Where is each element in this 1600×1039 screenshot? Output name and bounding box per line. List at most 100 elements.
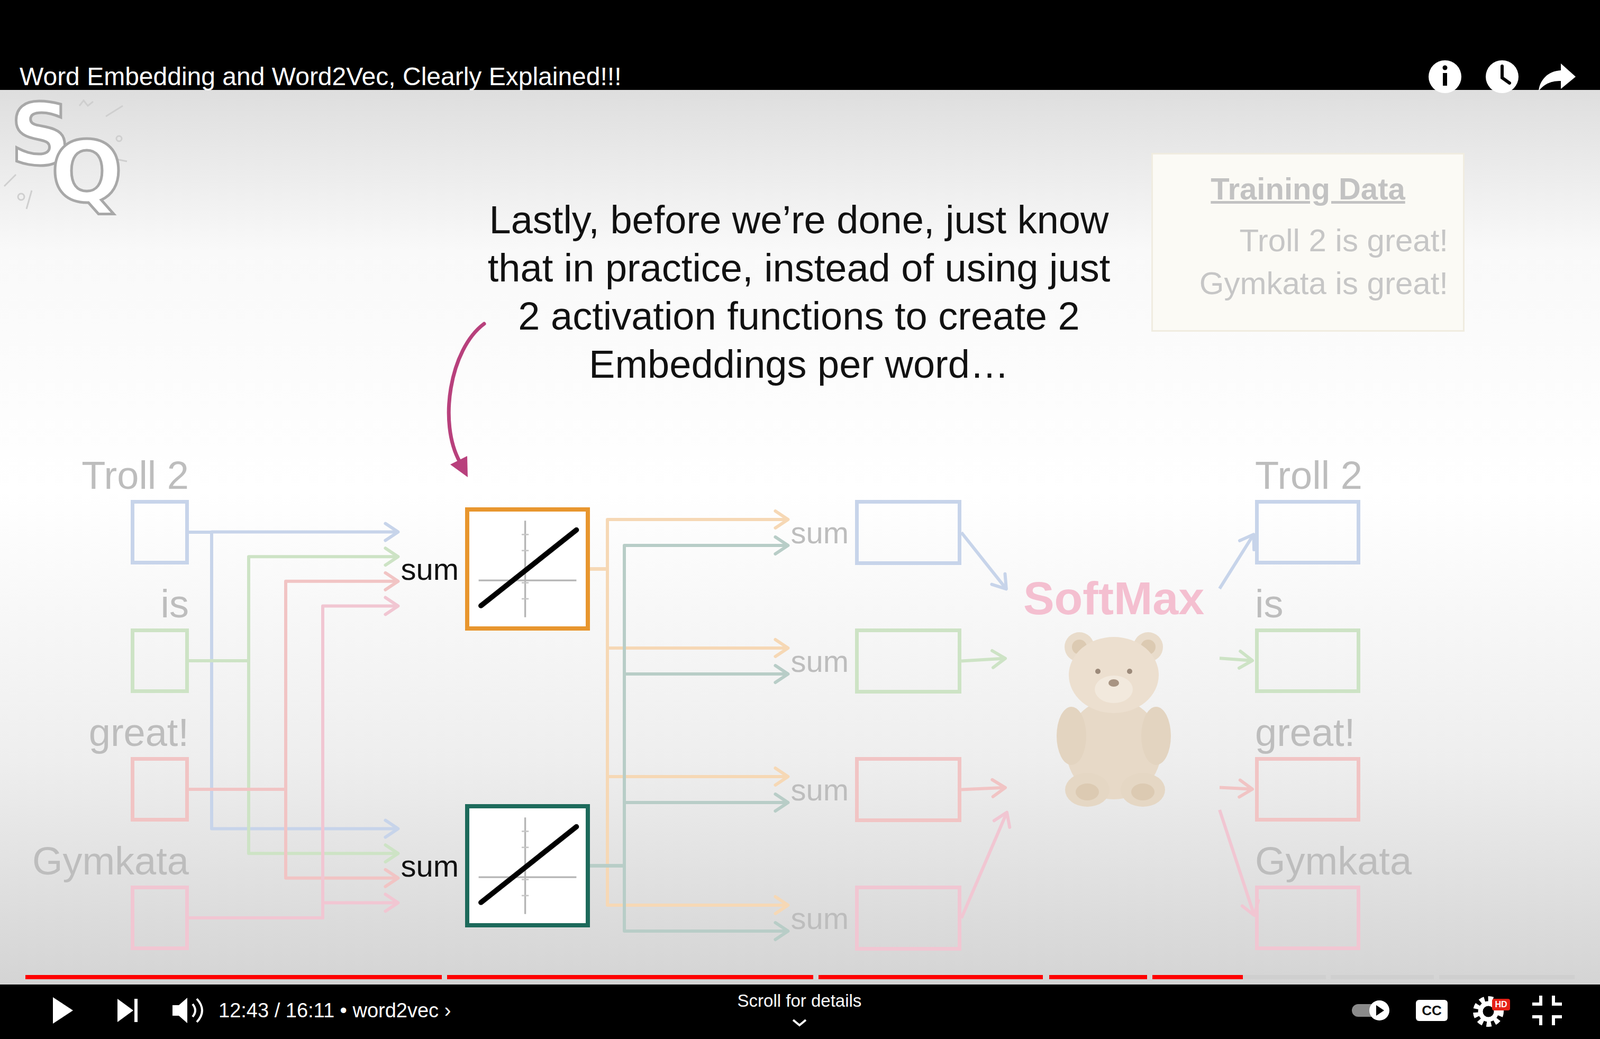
arrow-head — [385, 844, 398, 862]
graph-tick — [521, 895, 529, 897]
connector-arrow — [589, 569, 788, 914]
play-icon — [52, 997, 74, 1024]
video-title: Word Embedding and Word2Vec, Clearly Exp… — [19, 61, 622, 92]
graph-tick — [521, 598, 529, 600]
output-sum-node: sum — [790, 500, 962, 566]
output-word-node: is — [1255, 582, 1361, 694]
connector-line — [589, 569, 788, 906]
connector-arrow — [589, 665, 788, 866]
connector-arrow — [188, 532, 398, 838]
word-label: is — [1255, 582, 1284, 626]
graph-tick — [521, 830, 529, 833]
graph-tick — [521, 533, 529, 536]
graph-tick — [521, 846, 529, 849]
next-icon-bar — [134, 998, 138, 1023]
bear-part — [1065, 773, 1110, 807]
activation-box — [465, 507, 590, 631]
connector-line — [961, 532, 1007, 590]
softmax-node: SoftMax — [1007, 568, 1220, 818]
identity-graph — [469, 511, 586, 627]
info-icon-stem — [1442, 73, 1448, 86]
label-holder: HD — [1492, 999, 1511, 1011]
arrow-head — [775, 896, 788, 914]
word-label: Gymkata — [32, 839, 189, 883]
connector-arrow — [1219, 810, 1259, 916]
scroll-hint: Scroll for details — [667, 990, 932, 1012]
connector-arrow — [961, 532, 1007, 590]
progress-loaded — [1330, 975, 1434, 980]
arrow-head — [991, 574, 1006, 590]
progress-bar — [25, 975, 1575, 980]
fullscreen-exit-icon — [1532, 995, 1562, 1026]
arrow-head — [385, 820, 398, 838]
progress-played — [818, 975, 1043, 980]
next-icon — [117, 998, 134, 1023]
connector-line — [589, 569, 788, 649]
connector-arrow — [188, 894, 398, 918]
identity-graph — [469, 808, 586, 924]
card-text: Gymkata is great! — [1167, 261, 1449, 305]
connector-line — [188, 581, 398, 790]
connector-arrow — [589, 866, 788, 941]
sum-label: sum — [790, 515, 849, 550]
progress-played — [1152, 975, 1243, 980]
sum-box — [855, 500, 962, 566]
connector-line — [188, 660, 398, 854]
connector-arrow — [188, 523, 398, 541]
time-display: 12:43 / 16:11 • word2vec › — [218, 997, 642, 1024]
bear-part — [1120, 773, 1166, 807]
bear-part — [1095, 668, 1101, 675]
hd-badge: HD — [1492, 999, 1511, 1011]
bear-part — [1126, 668, 1133, 675]
connector-arrow — [589, 569, 788, 657]
autoplay-play — [1376, 1005, 1385, 1016]
connector-arrow — [1219, 780, 1253, 798]
connector-arrow — [589, 537, 788, 866]
word-label: Troll 2 — [81, 453, 189, 497]
graph-tick — [521, 549, 529, 552]
scroll-chevron — [793, 1020, 806, 1026]
word-label: great! — [88, 711, 189, 754]
word-label: great! — [1255, 711, 1356, 754]
input-word-node: great! — [88, 711, 189, 822]
softmax-label: SoftMax — [1023, 571, 1205, 625]
connector-arrow — [188, 597, 398, 918]
arrow-head — [385, 869, 398, 887]
progress-played — [447, 975, 814, 980]
connector-arrow — [961, 779, 1006, 797]
connector-line — [188, 556, 398, 661]
connector-arrow — [961, 650, 1006, 668]
sum-label: sum — [400, 849, 459, 884]
graph-tick — [521, 878, 529, 881]
connector-line — [961, 787, 1006, 790]
word-label: Gymkata — [1255, 839, 1412, 883]
activation-node: sum — [400, 804, 590, 928]
graph-axis — [478, 579, 577, 582]
autoplay-knob — [1369, 1000, 1390, 1021]
clock-icon — [1485, 60, 1519, 94]
progress-loaded — [1439, 975, 1575, 980]
label-holder: CC — [1415, 1001, 1448, 1020]
callout-arrow — [448, 323, 485, 462]
volume-waves — [192, 998, 203, 1023]
connector-line — [188, 530, 398, 534]
sum-label: sum — [790, 901, 849, 936]
connector-arrow — [961, 812, 1010, 918]
label-holder: 12:43 / 16:11 • word2vec › — [218, 997, 642, 1024]
teddy-bear — [1042, 624, 1186, 811]
connector-line — [961, 812, 1007, 918]
progress-played — [25, 975, 442, 980]
output-box — [1255, 500, 1361, 565]
sum-box — [855, 885, 962, 951]
cc-button — [1415, 1000, 1448, 1022]
label-holder: Scroll for details — [667, 990, 932, 1012]
logo-letter: Q — [50, 130, 147, 215]
sum-label: sum — [790, 773, 849, 807]
connector-line — [1219, 787, 1253, 790]
connector-arrow — [1219, 651, 1253, 669]
sum-label: sum — [400, 552, 459, 587]
bear-part — [1108, 679, 1120, 687]
bear-part — [1068, 637, 1159, 714]
